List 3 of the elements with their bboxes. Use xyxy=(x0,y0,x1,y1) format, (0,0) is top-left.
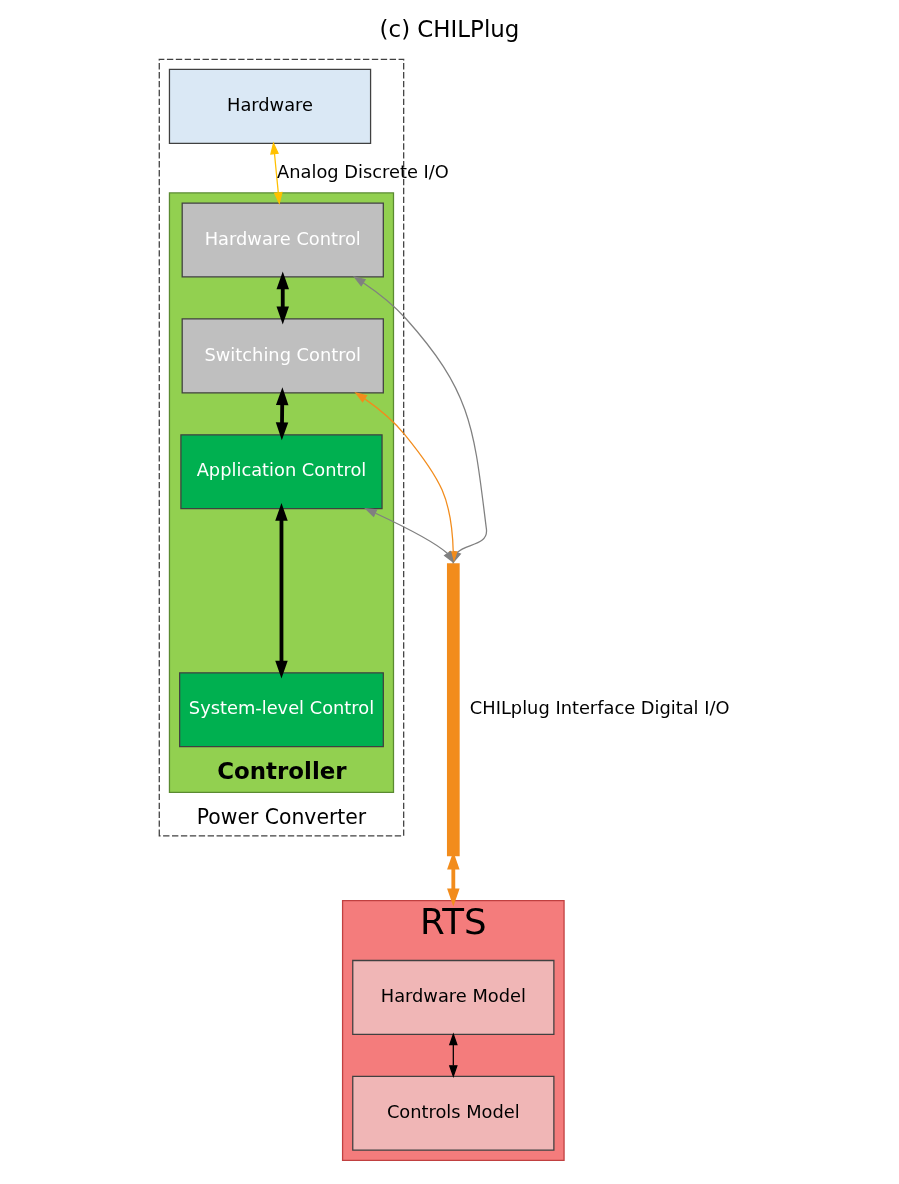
edge-label: Analog Discrete I/O xyxy=(277,160,449,182)
node-label: CHILplug Interface Digital I/O xyxy=(469,697,730,719)
diagram-title: (c) CHILPlug xyxy=(379,15,520,42)
